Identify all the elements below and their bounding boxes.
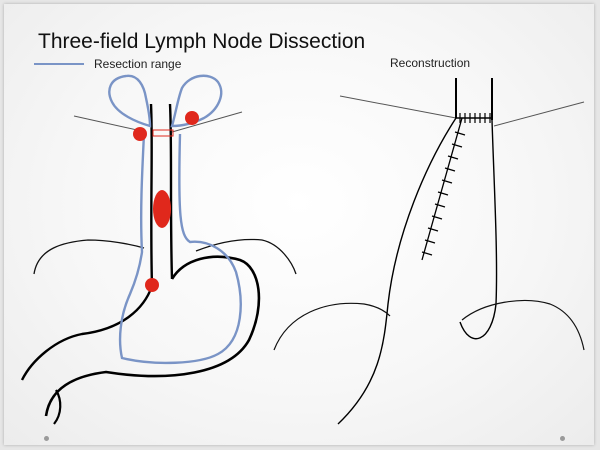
corner-dot-right — [560, 436, 565, 441]
left-lung-arc — [34, 240, 144, 274]
diagram-canvas — [4, 4, 594, 445]
dissection-diagram — [22, 76, 296, 424]
reconstruction-diagram — [274, 78, 584, 424]
recon-left-diaphragm-arc — [274, 303, 390, 350]
conduit-staple-line — [422, 118, 462, 260]
esophagus-left-wall — [151, 104, 152, 286]
recon-left-neck-line — [340, 96, 456, 118]
lymph-node-left-cervical — [133, 127, 147, 141]
lymph-node-abdominal — [145, 278, 159, 292]
recon-right-neck-line — [494, 102, 584, 126]
lymph-node-right-cervical — [185, 111, 199, 125]
recon-right-diaphragm-arc — [462, 301, 584, 350]
resection-range-outline-body — [120, 134, 241, 363]
stomach-lesser-curve — [22, 286, 152, 380]
slide: Three-field Lymph Node Dissection Resect… — [4, 4, 594, 445]
lymph-node-mediastinal — [153, 190, 171, 228]
resection-range-outline — [109, 76, 150, 126]
gastric-conduit-left — [338, 118, 456, 424]
anastomosis-staples — [460, 113, 490, 123]
corner-dot-left — [44, 436, 49, 441]
